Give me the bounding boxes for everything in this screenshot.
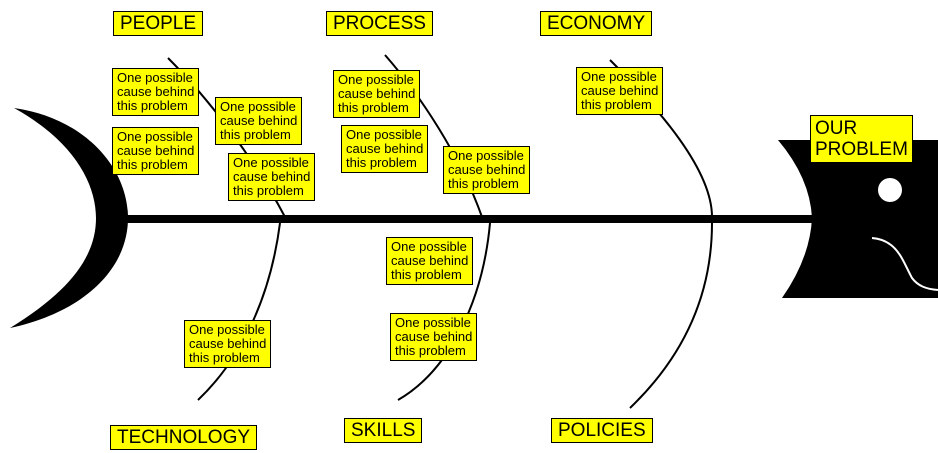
cause-note: One possible cause behind this problem [228,153,316,201]
cause-note: One possible cause behind this problem [184,320,272,368]
fish-tail [10,108,128,328]
cause-note: One possible cause behind this problem [390,313,478,361]
cause-note: One possible cause behind this problem [333,70,421,118]
fish-eye [878,178,902,202]
category-label-skills: SKILLS [344,418,423,443]
bone-policies [629,222,713,409]
cause-note: One possible cause behind this problem [112,68,200,116]
fish-spine [118,215,818,223]
category-label-economy: ECONOMY [540,11,653,36]
cause-note: One possible cause behind this problem [112,127,200,175]
fish-mouth [871,237,938,291]
cause-note: One possible cause behind this problem [576,67,664,115]
category-label-policies: POLICIES [551,418,653,443]
cause-note: One possible cause behind this problem [386,237,474,285]
cause-note: One possible cause behind this problem [215,97,303,145]
problem-label: OUR PROBLEM [810,115,913,163]
category-label-people: PEOPLE [113,11,204,36]
category-label-technology: TECHNOLOGY [110,425,258,450]
cause-note: One possible cause behind this problem [341,125,429,173]
category-label-process: PROCESS [326,11,433,36]
cause-note: One possible cause behind this problem [443,146,531,194]
bone-technology [197,222,281,401]
fish-head [778,140,938,298]
